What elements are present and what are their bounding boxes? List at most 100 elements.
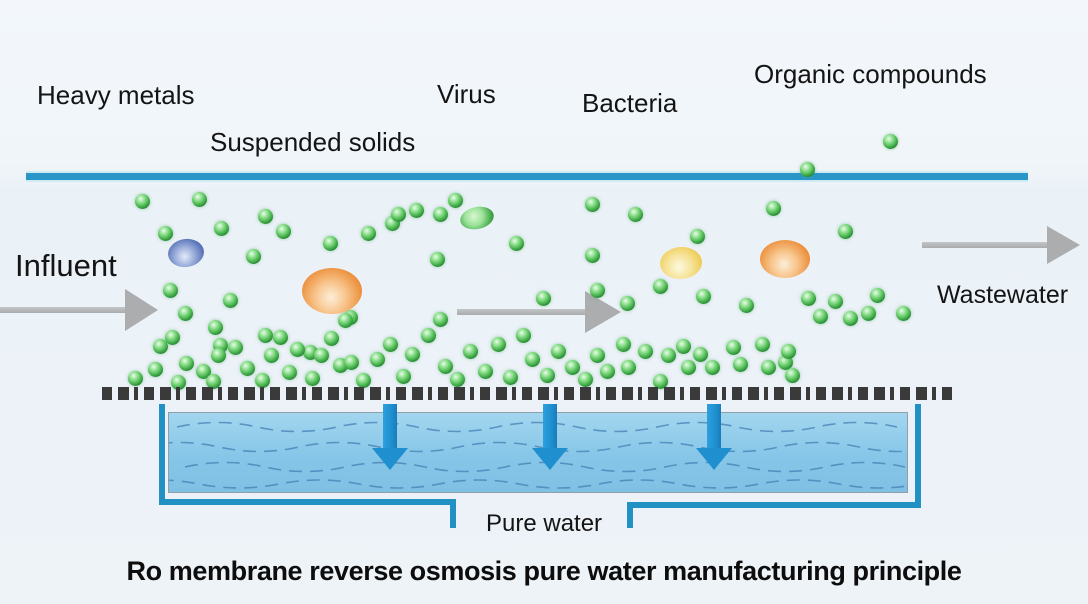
contaminant-dot xyxy=(524,351,540,367)
permeate-arrow-2-icon xyxy=(532,448,568,470)
contaminant-dot xyxy=(322,235,338,251)
contaminant-dot xyxy=(263,347,279,363)
contaminant-dot xyxy=(432,206,448,222)
contaminant-dot xyxy=(652,278,668,294)
contaminant-dot xyxy=(550,343,566,359)
permeate-arrow-3-icon xyxy=(696,448,732,470)
contaminant-dot xyxy=(692,346,708,362)
contaminant-dot xyxy=(164,329,180,345)
contaminant-dot xyxy=(257,327,273,343)
contaminant-dot xyxy=(780,343,796,359)
contaminant-dot xyxy=(162,282,178,298)
contaminant-dot xyxy=(704,359,720,375)
contaminant-dot xyxy=(404,346,420,362)
contaminant-dot xyxy=(564,359,580,375)
tank-frame-bottom-right xyxy=(627,502,921,508)
contaminant-dot xyxy=(515,327,531,343)
label-influent: Influent xyxy=(15,248,117,283)
contaminant-dot xyxy=(254,372,270,388)
contaminant-dot xyxy=(195,363,211,379)
contaminant-dot xyxy=(652,373,668,389)
contaminant-dot xyxy=(725,339,741,355)
contaminant-dot xyxy=(170,374,186,390)
contaminant-dot xyxy=(210,347,226,363)
contaminant-dot xyxy=(323,330,339,346)
label-pure-water: Pure water xyxy=(486,510,603,537)
contaminant-dot xyxy=(477,363,493,379)
contaminant-dot xyxy=(304,370,320,386)
label-virus: Virus xyxy=(437,79,496,109)
permeate-arrow-2-shaft xyxy=(543,404,557,448)
label-bacteria: Bacteria xyxy=(582,88,678,118)
contaminant-dot xyxy=(754,336,770,352)
contaminant-dot xyxy=(272,329,288,345)
contaminant-dot xyxy=(275,223,291,239)
contaminant-dot xyxy=(355,372,371,388)
contaminant-dot xyxy=(689,228,705,244)
suspended-solid-particle xyxy=(458,203,496,233)
permeate-arrow-1-shaft xyxy=(383,404,397,448)
contaminant-dot xyxy=(207,319,223,335)
contaminant-dot xyxy=(619,295,635,311)
contaminant-dot xyxy=(860,305,876,321)
contaminant-dot xyxy=(680,359,696,375)
ro-membrane-strip xyxy=(102,387,952,400)
contaminant-dot xyxy=(799,161,815,177)
contaminant-dot xyxy=(227,339,243,355)
bacteria-particle xyxy=(658,245,704,281)
contaminant-dot xyxy=(784,367,800,383)
tank-frame-left-tick xyxy=(450,499,456,528)
contaminant-dot xyxy=(369,351,385,367)
contaminant-dot xyxy=(390,206,406,222)
flow-arrow-shaft xyxy=(457,309,587,315)
contaminant-dot xyxy=(827,293,843,309)
contaminant-dot xyxy=(599,363,615,379)
contaminant-dot xyxy=(343,354,359,370)
contaminant-dot xyxy=(589,347,605,363)
contaminant-dot xyxy=(157,225,173,241)
contaminant-dot xyxy=(127,370,143,386)
contaminant-dot xyxy=(869,287,885,303)
label-wastewater: Wastewater xyxy=(937,281,1069,309)
contaminant-dot xyxy=(675,338,691,354)
influent-arrow-shaft xyxy=(0,307,127,313)
contaminant-dot xyxy=(432,311,448,327)
contaminant-dot xyxy=(812,308,828,324)
contaminant-dot xyxy=(213,220,229,236)
organic-particle-right xyxy=(760,240,810,278)
contaminant-dot xyxy=(337,312,353,328)
contaminant-dot xyxy=(535,290,551,306)
contaminant-dot xyxy=(800,290,816,306)
tank-frame-left xyxy=(159,404,165,505)
contaminant-dot xyxy=(437,358,453,374)
influent-arrow-icon xyxy=(125,289,158,331)
tank-frame-right-tick xyxy=(627,502,633,528)
contaminant-dot xyxy=(620,359,636,375)
contaminant-dot xyxy=(760,359,776,375)
contaminant-dot xyxy=(178,355,194,371)
flow-arrow-icon xyxy=(585,291,621,333)
contaminant-dot xyxy=(222,292,238,308)
contaminant-dot xyxy=(462,343,478,359)
tank-frame-right xyxy=(915,404,921,508)
contaminant-dot xyxy=(882,133,898,149)
contaminant-dot xyxy=(429,251,445,267)
contaminant-dot xyxy=(257,208,273,224)
contaminant-dot xyxy=(281,364,297,380)
permeate-arrow-1-icon xyxy=(372,448,408,470)
contaminant-dot xyxy=(152,338,168,354)
contaminant-dot xyxy=(584,196,600,212)
wastewater-arrow-icon xyxy=(1047,226,1080,264)
diagram-title: Ro membrane reverse osmosis pure water m… xyxy=(126,556,962,586)
contaminant-dot xyxy=(239,360,255,376)
contaminant-dot xyxy=(205,373,221,389)
contaminant-dot xyxy=(147,361,163,377)
contaminant-dot xyxy=(637,343,653,359)
contaminant-dot xyxy=(313,347,329,363)
contaminant-dot xyxy=(382,336,398,352)
contaminant-dot xyxy=(408,202,424,218)
contaminant-dot xyxy=(191,191,207,207)
contaminant-dot xyxy=(449,371,465,387)
organic-particle-left xyxy=(302,268,362,314)
